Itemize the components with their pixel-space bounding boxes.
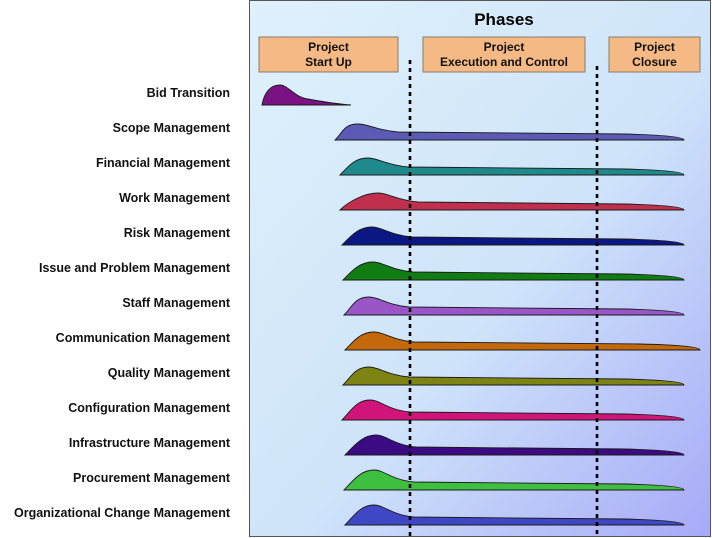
row-shape-communication-management — [343, 331, 701, 351]
row-label-work-management: Work Management — [119, 191, 231, 205]
row-label-staff-management: Staff Management — [122, 296, 230, 310]
row-shape-staff-management — [342, 296, 685, 316]
row-shape-procurement-management — [342, 469, 685, 491]
row-label-procurement-management: Procurement Management — [73, 471, 231, 485]
row-label-risk-management: Risk Management — [124, 226, 231, 240]
row-shape-organizational-change-management — [343, 504, 685, 526]
row-shape-bid-transition — [261, 84, 352, 106]
row-label-scope-management: Scope Management — [113, 121, 231, 135]
phase-box-start-up: Project Start Up — [258, 36, 399, 73]
phase-closure-line-1: Project — [634, 40, 675, 54]
phase-start-up-line-2: Start Up — [305, 55, 352, 69]
phase-box-execution-control: Project Execution and Control — [422, 36, 586, 73]
phase-execution-line-2: Execution and Control — [440, 55, 568, 69]
phases-title: Phases — [474, 10, 534, 29]
phase-start-up-line-1: Project — [308, 40, 349, 54]
row-label-configuration-management: Configuration Management — [68, 401, 231, 415]
row-label-bid-transition: Bid Transition — [147, 86, 230, 100]
row-shape-scope-management — [333, 123, 685, 141]
phases-panel — [249, 0, 711, 537]
row-shape-risk-management — [340, 226, 685, 246]
row-shape-issue-and-problem-management — [341, 261, 685, 281]
row-shape-configuration-management — [340, 399, 685, 421]
row-label-financial-management: Financial Management — [96, 156, 231, 170]
row-shape-infrastructure-management — [343, 434, 685, 456]
row-label-quality-management: Quality Management — [108, 366, 231, 380]
phase-closure-line-2: Closure — [632, 55, 677, 69]
phase-execution-line-1: Project — [484, 40, 525, 54]
row-label-organizational-change-management: Organizational Change Management — [14, 506, 231, 520]
row-shapes — [261, 84, 701, 526]
row-label-infrastructure-management: Infrastructure Management — [69, 436, 231, 450]
row-label-communication-management: Communication Management — [56, 331, 231, 345]
row-label-issue-and-problem-management: Issue and Problem Management — [39, 261, 231, 275]
row-shape-quality-management — [341, 366, 685, 386]
phase-box-closure: Project Closure — [608, 36, 701, 73]
